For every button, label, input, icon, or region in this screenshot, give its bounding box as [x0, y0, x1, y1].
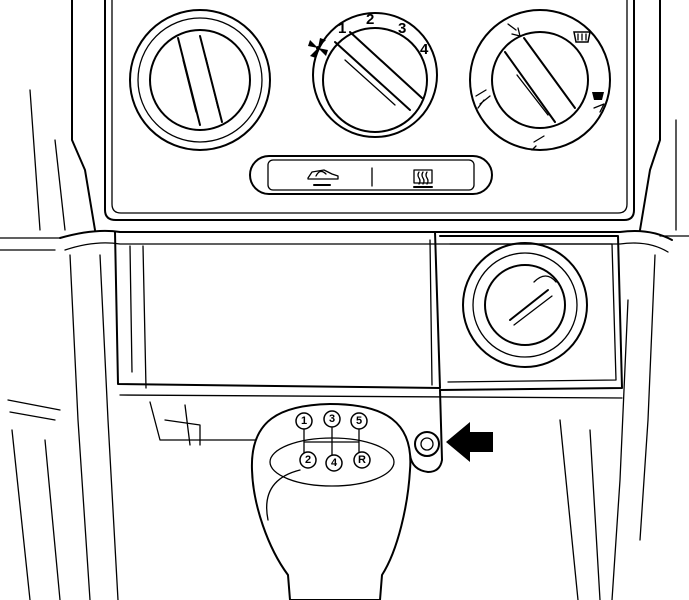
temperature-dial[interactable]	[129, 9, 271, 151]
rear-window-heater-icon	[413, 169, 433, 188]
vent-face-feet-icon	[475, 89, 491, 109]
heater-panel	[104, 0, 635, 221]
gear-knob[interactable]: 1 3 5 2 4 R	[250, 403, 412, 600]
recirculation-button[interactable]	[307, 169, 339, 186]
windscreen-defrost-icon	[573, 31, 591, 43]
gear-label-3: 3	[329, 413, 335, 425]
heater-button-strip	[249, 155, 493, 195]
fan-icon	[308, 38, 328, 58]
demist-icon	[592, 92, 605, 113]
cigarette-icon	[509, 275, 557, 326]
fan-level-3: 3	[398, 20, 406, 37]
fan-level-4: 4	[420, 41, 429, 58]
vent-face-icon	[507, 23, 521, 37]
rear-window-heater-button[interactable]	[413, 169, 433, 188]
arrow-left-icon	[446, 422, 493, 462]
recirculation-car-icon	[307, 169, 339, 186]
fan-speed-dial[interactable]: 1 2 3 4	[308, 11, 438, 138]
gear-label-2: 2	[305, 454, 311, 466]
gear-shift-pattern: 1 3 5 2 4 R	[295, 410, 371, 472]
vent-feet-icon	[531, 135, 545, 151]
gear-label-r: R	[358, 454, 366, 466]
gear-label-5: 5	[356, 415, 362, 427]
storage-compartment[interactable]	[114, 231, 441, 389]
fan-level-1: 1	[338, 20, 346, 37]
air-distribution-dial[interactable]	[469, 9, 611, 151]
ashtray-compartment[interactable]	[439, 235, 623, 391]
screw-icon	[414, 431, 440, 457]
gear-label-4: 4	[331, 457, 338, 469]
fan-level-2: 2	[366, 11, 374, 28]
gear-label-1: 1	[301, 415, 307, 427]
